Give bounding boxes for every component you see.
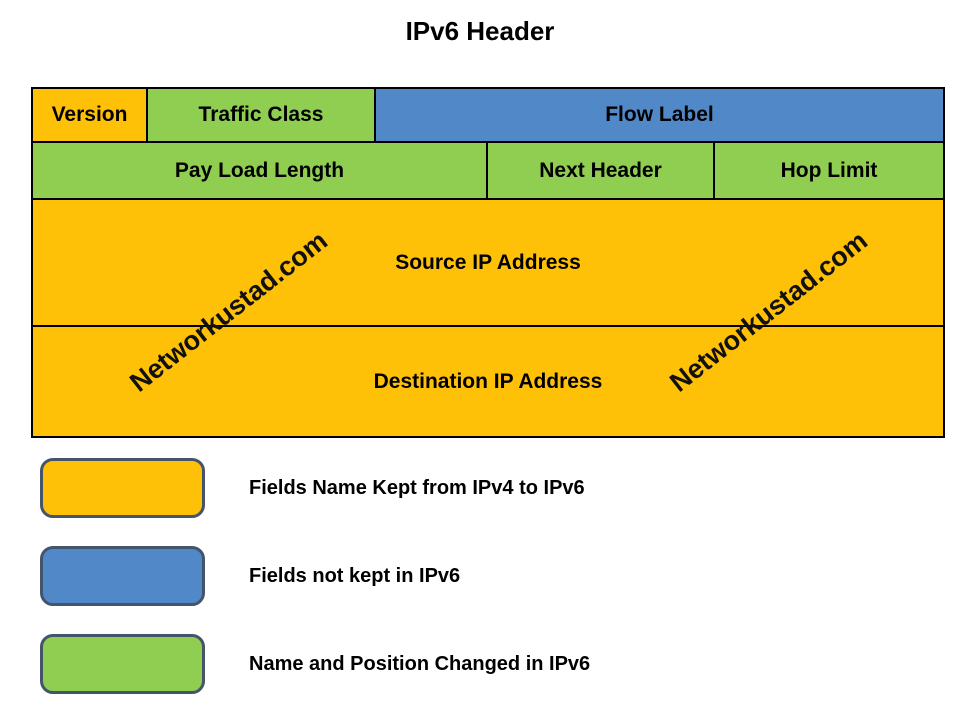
- ipv6-header-table: Version Traffic Class Flow Label Pay Loa…: [31, 87, 945, 438]
- legend-item-kept: Fields Name Kept from IPv4 to IPv6: [40, 458, 585, 518]
- cell-traffic-class: Traffic Class: [148, 89, 376, 143]
- legend-item-changed: Name and Position Changed in IPv6: [40, 634, 590, 694]
- table-row-1: Version Traffic Class Flow Label: [33, 89, 943, 143]
- cell-flow-label: Flow Label: [376, 89, 943, 143]
- legend-swatch-not-kept: [40, 546, 205, 606]
- cell-payload-length: Pay Load Length: [33, 143, 488, 200]
- legend-swatch-changed: [40, 634, 205, 694]
- legend-label-kept: Fields Name Kept from IPv4 to IPv6: [249, 476, 585, 499]
- legend-label-not-kept: Fields not kept in IPv6: [249, 564, 461, 587]
- cell-version: Version: [33, 89, 148, 143]
- cell-hop-limit: Hop Limit: [715, 143, 943, 200]
- cell-destination-ip-address: Destination IP Address: [33, 327, 943, 436]
- table-row-3: Source IP Address: [33, 200, 943, 327]
- legend-swatch-kept: [40, 458, 205, 518]
- diagram-title: IPv6 Header: [405, 16, 555, 46]
- legend-label-changed: Name and Position Changed in IPv6: [249, 652, 591, 675]
- cell-next-header: Next Header: [488, 143, 715, 200]
- table-row-4: Destination IP Address: [33, 327, 943, 436]
- cell-source-ip-address: Source IP Address: [33, 200, 943, 327]
- table-row-2: Pay Load Length Next Header Hop Limit: [33, 143, 943, 200]
- legend-item-not-kept: Fields not kept in IPv6: [40, 546, 460, 606]
